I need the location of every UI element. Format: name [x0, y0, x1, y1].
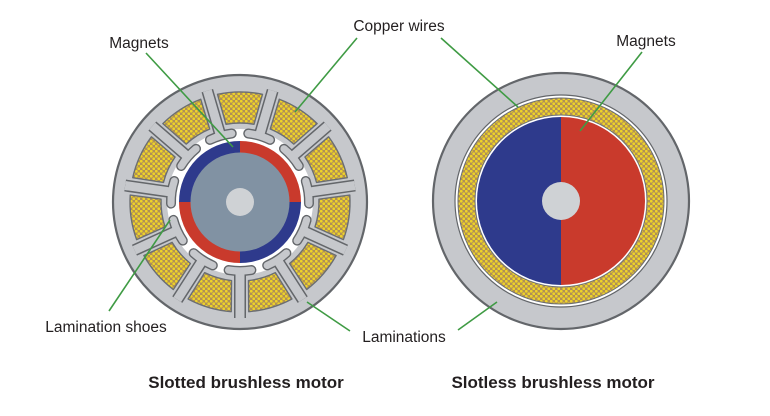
lamination-shoe [263, 249, 290, 270]
slotless-shaft [542, 182, 580, 220]
stator-tooth-stem [288, 122, 331, 161]
copper-winding-slot [288, 241, 337, 291]
stator-tooth-stem [203, 89, 226, 139]
caption-slotless-motor: Slotless brushless motor [451, 373, 654, 392]
label-magnets-left: Magnets [109, 35, 169, 52]
copper-winding-slot [304, 136, 348, 184]
copper-winding-slot [247, 271, 293, 313]
label-copper-wires: Copper wires [353, 18, 445, 35]
lamination-shoe [225, 266, 255, 275]
rotor-magnet-segment [179, 202, 240, 263]
rotor-magnet-segment [240, 141, 301, 202]
leader-magnets-right [579, 51, 643, 132]
label-lamination-shoes: Lamination shoes [45, 319, 167, 336]
stator-tooth-stem [173, 256, 208, 303]
leader-lines [108, 37, 643, 332]
lamination-shoe [206, 129, 236, 144]
rotor-magnet-half-red [561, 117, 645, 285]
leader-lamination-shoes [108, 219, 171, 312]
leader-magnets-left [145, 52, 234, 148]
leader-copper-wires-right [440, 37, 519, 108]
lamination-shoe [302, 177, 313, 208]
copper-winding-slot [162, 98, 211, 145]
leader-laminations-right [457, 301, 498, 331]
stator-tooth-stem [272, 256, 307, 303]
stator-tooth-stem [124, 181, 174, 197]
lamination-shoe [177, 145, 200, 170]
slotted-motor-illustration [111, 73, 369, 331]
label-magnets-right: Magnets [616, 33, 676, 50]
label-laminations: Laminations [362, 329, 446, 346]
stator-tooth-stem [149, 122, 192, 161]
rotor-magnet-segment [179, 141, 240, 202]
caption-slotted-motor: Slotted brushless motor [148, 373, 344, 392]
copper-winding-slot [314, 194, 351, 241]
copper-winding-slot [129, 194, 166, 241]
lamination-shoe [244, 129, 274, 144]
stator-tooth-stem [306, 181, 356, 197]
lamination-shoe [190, 249, 217, 270]
lamination-shoe [169, 216, 187, 245]
lamination-shoe [167, 177, 178, 208]
lamination-shoe [280, 145, 303, 170]
slotless-motor-illustration [431, 71, 691, 331]
rotor-magnet-segment [240, 202, 301, 263]
leader-laminations-left [306, 301, 351, 332]
copper-winding-slot [187, 271, 233, 313]
copper-winding-slot [132, 136, 176, 184]
copper-winding-slot [216, 91, 264, 125]
slotted-shaft [226, 188, 254, 216]
leader-copper-wires-left [294, 37, 358, 113]
rotor-magnet-half-blue [477, 117, 561, 285]
copper-winding-slot [269, 98, 318, 145]
stator-tooth-stem [254, 89, 277, 139]
stator-tooth-stem [299, 226, 348, 255]
lamination-shoe [293, 216, 311, 245]
copper-winding-slot [143, 241, 192, 291]
